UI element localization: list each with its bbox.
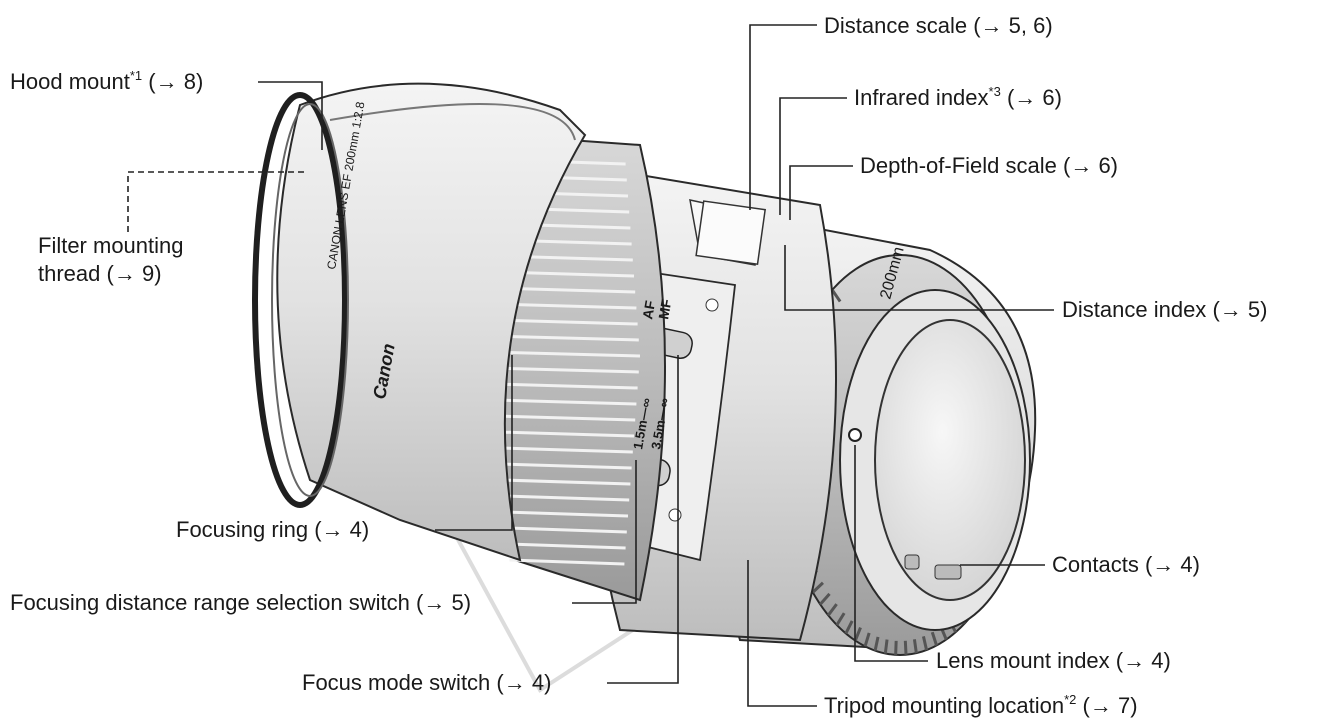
tripod-sup: *2 — [1064, 692, 1077, 707]
mount-ring-tooth — [831, 289, 842, 303]
focusing-ring-rib — [509, 558, 625, 566]
contacts-text: Contacts — [1052, 552, 1139, 577]
leader-distance-scale — [749, 24, 817, 210]
focusing-ring-rib — [501, 478, 631, 486]
filter-thread-ref: (→ 9) — [106, 261, 162, 286]
callout-contacts: Contacts (→ 4) — [1052, 551, 1200, 579]
distance-scale-ref: (→ 5, 6) — [973, 13, 1053, 38]
lens-front-barrel — [252, 82, 587, 562]
mount-ring-tooth — [912, 639, 918, 654]
focus-mode-text: Focus mode switch — [302, 670, 491, 695]
callout-focusing-ring: Focusing ring (→ 4) — [176, 516, 369, 544]
mount-ring-tooth — [873, 636, 880, 651]
focusing-ring-rib — [492, 382, 638, 390]
range-switch-ref: (→ 5) — [416, 590, 472, 615]
focusing-ring-rib — [494, 398, 637, 406]
callout-distance-index: Distance index (→ 5) — [1062, 296, 1267, 324]
focusing-ring-rib — [491, 334, 639, 342]
infrared-index-text: Infrared index — [854, 85, 989, 110]
leader-mount-index — [854, 445, 928, 662]
focusing-ring-rib — [507, 542, 626, 550]
callout-hood-mount: Hood mount*1 (→ 8) — [10, 68, 203, 96]
mount-index-text: Lens mount index — [936, 648, 1110, 673]
focusing-ring-rib — [495, 414, 636, 422]
filter-thread-text-line1: Filter mounting — [38, 233, 184, 258]
focusing-ring-rib — [503, 494, 630, 502]
focusing-ring-rib — [492, 318, 638, 326]
leader-infrared-index — [779, 97, 847, 215]
infrared-index-sup: *3 — [988, 84, 1001, 99]
mount-ring-tooth — [921, 636, 929, 651]
dof-scale-text: Depth-of-Field scale — [860, 153, 1057, 178]
distance-index-ref: (→ 5) — [1212, 297, 1268, 322]
mount-ring-tooth — [903, 640, 908, 655]
filter-thread-text-line2: thread — [38, 261, 101, 286]
mount-ring-tooth — [811, 581, 824, 594]
focusing-ring-rib — [506, 526, 627, 534]
filter-thread-line2: thread (→ 9) — [38, 260, 228, 288]
lens-mount-index-dot — [848, 428, 862, 442]
hood-mount-sup: *1 — [129, 68, 143, 83]
dof-scale-ref: (→ 6) — [1063, 153, 1118, 178]
contacts-pins — [904, 554, 962, 580]
leader-range-switch — [572, 460, 637, 604]
mount-ring-tooth — [835, 612, 846, 626]
callout-dof-scale: Depth-of-Field scale (→ 6) — [860, 152, 1118, 180]
focusing-ring-rib — [498, 446, 633, 454]
leader-focus-mode — [607, 355, 679, 684]
mount-ring-tooth — [930, 631, 938, 646]
callout-mount-index: Lens mount index (→ 4) — [936, 647, 1171, 675]
callout-tripod: Tripod mounting location*2 (→ 7) — [824, 692, 1138, 720]
mount-index-ref: (→ 4) — [1115, 648, 1171, 673]
focusing-ring-rib — [504, 510, 629, 518]
focusing-ring-ref: (→ 4) — [314, 517, 370, 542]
switch-mf-label: MF — [655, 297, 674, 320]
infrared-index-ref: (→ 6) — [1006, 85, 1062, 110]
leader-lines — [127, 24, 1054, 707]
leader-dof-scale — [789, 165, 853, 220]
leader-distance-index — [784, 245, 1054, 311]
distance-scale-text: Distance scale — [824, 13, 968, 38]
callout-filter-thread: Filter mounting thread (→ 9) — [38, 232, 228, 288]
focusing-ring-text: Focusing ring — [176, 517, 309, 542]
leader-tripod — [747, 560, 817, 707]
callout-infrared-index: Infrared index*3 (→ 6) — [854, 84, 1062, 112]
focus-mode-ref: (→ 4) — [496, 670, 552, 695]
mount-ring-tooth — [894, 640, 898, 655]
mount-ring-tooth — [853, 627, 862, 642]
hood-mount-ref: (→ 8) — [148, 69, 204, 94]
callout-range-switch: Focusing distance range selection switch… — [10, 589, 471, 617]
distance-scale-window — [695, 200, 767, 266]
leader-filter-thread — [127, 171, 305, 232]
range-switch-text: Focusing distance range selection switch — [10, 590, 410, 615]
contacts-ref: (→ 4) — [1144, 552, 1200, 577]
leader-hood-mount — [258, 81, 323, 150]
hood-mount-ring — [252, 92, 348, 508]
rear-cap — [874, 319, 1026, 601]
mount-ring-tooth — [863, 632, 871, 647]
tripod-ref: (→ 7) — [1082, 693, 1138, 718]
mount-ring-tooth — [844, 620, 854, 635]
mount-ring-tooth — [819, 592, 831, 606]
distance-index-text: Distance index — [1062, 297, 1207, 322]
focusing-ring-rib — [489, 350, 641, 358]
callout-distance-scale: Distance scale (→ 5, 6) — [824, 12, 1053, 40]
hood-mount-text: Hood mount — [10, 69, 130, 94]
focusing-ring-rib — [491, 366, 639, 374]
callout-focus-mode: Focus mode switch (→ 4) — [302, 669, 551, 697]
mount-ring-tooth — [883, 639, 889, 654]
tripod-text: Tripod mounting location — [824, 693, 1065, 718]
mount-ring-tooth — [827, 603, 838, 617]
focusing-ring-rib — [500, 462, 632, 470]
focusing-ring-rib — [497, 430, 635, 438]
switch-af-label: AF — [639, 299, 658, 321]
leader-focusing-ring — [435, 355, 513, 531]
